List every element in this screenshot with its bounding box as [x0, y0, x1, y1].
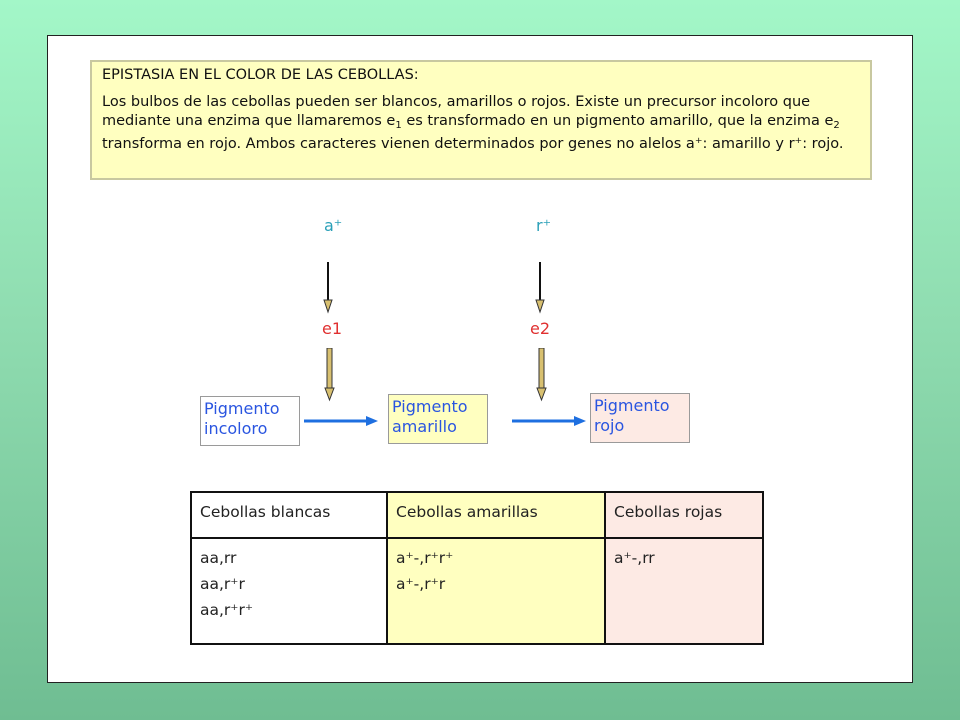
genotype-amarillas-1: a⁺-,r⁺r⁺ [396, 549, 454, 567]
pigment-amarillo-line1: Pigmento [392, 397, 468, 416]
header-cebollas-blancas: Cebollas blancas [190, 491, 388, 539]
header-cebollas-rojas: Cebollas rojas [604, 491, 764, 539]
intro-text-part2: es transformado en un pigmento amarillo,… [401, 113, 834, 129]
intro-box: EPISTASIA EN EL COLOR DE LAS CEBOLLAS: L… [90, 60, 872, 180]
genotype-amarillas-2: a⁺-,r⁺r [396, 575, 446, 593]
cell-rojas: a⁺-,rr [604, 537, 764, 645]
pigment-box-incoloro: Pigmento incoloro [200, 396, 300, 446]
intro-text-part1: Los bulbos de las cebollas pueden ser bl… [102, 94, 811, 129]
reaction-arrow-2 [512, 416, 586, 426]
pigment-box-rojo: Pigmento rojo [590, 393, 690, 443]
intro-text-part3: transforma en rojo. Ambos caracteres vie… [102, 136, 844, 152]
intro-sub2: 2 [833, 120, 840, 131]
enzyme-e2-label: e2 [530, 319, 551, 338]
genotype-blancas-2: aa,r⁺r [200, 575, 245, 593]
e1-to-reaction-arrow [324, 348, 335, 402]
cell-blancas: aa,rr aa,r⁺r aa,r⁺r⁺ [190, 537, 388, 645]
slide: EPISTASIA EN EL COLOR DE LAS CEBOLLAS: L… [47, 35, 913, 683]
genotype-rojas-1: a⁺-,rr [614, 549, 655, 567]
table-row: aa,rr aa,r⁺r aa,r⁺r⁺ a⁺-,r⁺r⁺ a⁺-,r⁺r a⁺… [190, 537, 764, 645]
e2-to-reaction-arrow [536, 348, 547, 402]
intro-title: EPISTASIA EN EL COLOR DE LAS CEBOLLAS: [102, 67, 419, 83]
genotype-blancas-1: aa,rr [200, 549, 237, 567]
pigment-rojo-line1: Pigmento [594, 396, 670, 415]
intro-text: Los bulbos de las cebollas pueden ser bl… [102, 93, 860, 154]
gene-a-to-e1-arrow [323, 262, 333, 314]
pigment-rojo-line2: rojo [594, 416, 625, 435]
gene-a-label: a⁺ [324, 216, 343, 235]
cell-amarillas: a⁺-,r⁺r⁺ a⁺-,r⁺r [386, 537, 606, 645]
gene-r-label: r⁺ [536, 216, 552, 235]
header-cebollas-amarillas: Cebollas amarillas [386, 491, 606, 539]
pigment-box-amarillo: Pigmento amarillo [388, 394, 488, 444]
genotype-blancas-3: aa,r⁺r⁺ [200, 601, 254, 619]
pigment-incoloro-line1: Pigmento [204, 399, 280, 418]
pigment-amarillo-line2: amarillo [392, 417, 457, 436]
pigment-incoloro-line2: incoloro [204, 419, 268, 438]
genotype-table: Cebollas blancas Cebollas amarillas Cebo… [190, 491, 764, 645]
gene-r-to-e2-arrow [535, 262, 545, 314]
intro-sub1: 1 [395, 120, 402, 131]
enzyme-e1-label: e1 [322, 319, 343, 338]
table-header-row: Cebollas blancas Cebollas amarillas Cebo… [190, 491, 764, 539]
reaction-arrow-1 [304, 416, 378, 426]
